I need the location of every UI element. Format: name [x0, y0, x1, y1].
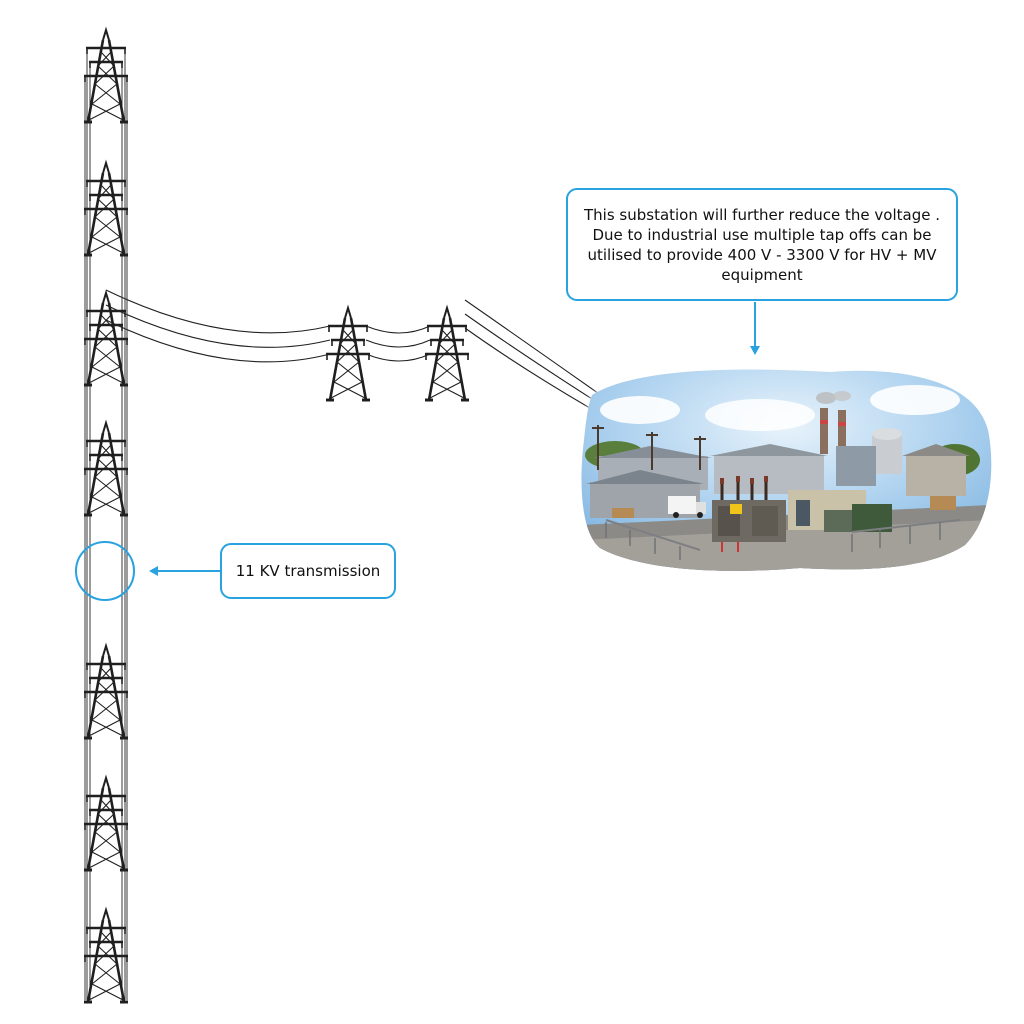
substation-callout: This substation will further reduce the …	[566, 188, 958, 301]
highlight-circle	[75, 541, 135, 601]
pylon-icon	[82, 776, 130, 872]
pylon-icon	[82, 421, 130, 517]
pylon-icon	[82, 291, 130, 387]
vertical-conductors	[84, 48, 128, 1000]
pylon-column	[82, 28, 130, 1004]
transmission-callout: 11 KV transmission	[220, 543, 396, 599]
pylon-icon	[82, 28, 130, 124]
pylon-icon	[82, 644, 130, 740]
substation-callout-text: This substation will further reduce the …	[583, 205, 940, 284]
branch-pylons	[324, 306, 471, 402]
pylon-icon	[423, 306, 471, 402]
callout-arrows	[149, 302, 760, 576]
pylon-icon	[82, 161, 130, 257]
transmission-callout-text: 11 KV transmission	[235, 562, 381, 580]
pylon-icon	[324, 306, 372, 402]
factory-substation-illustration	[581, 369, 992, 571]
pylon-icon	[82, 908, 130, 1004]
